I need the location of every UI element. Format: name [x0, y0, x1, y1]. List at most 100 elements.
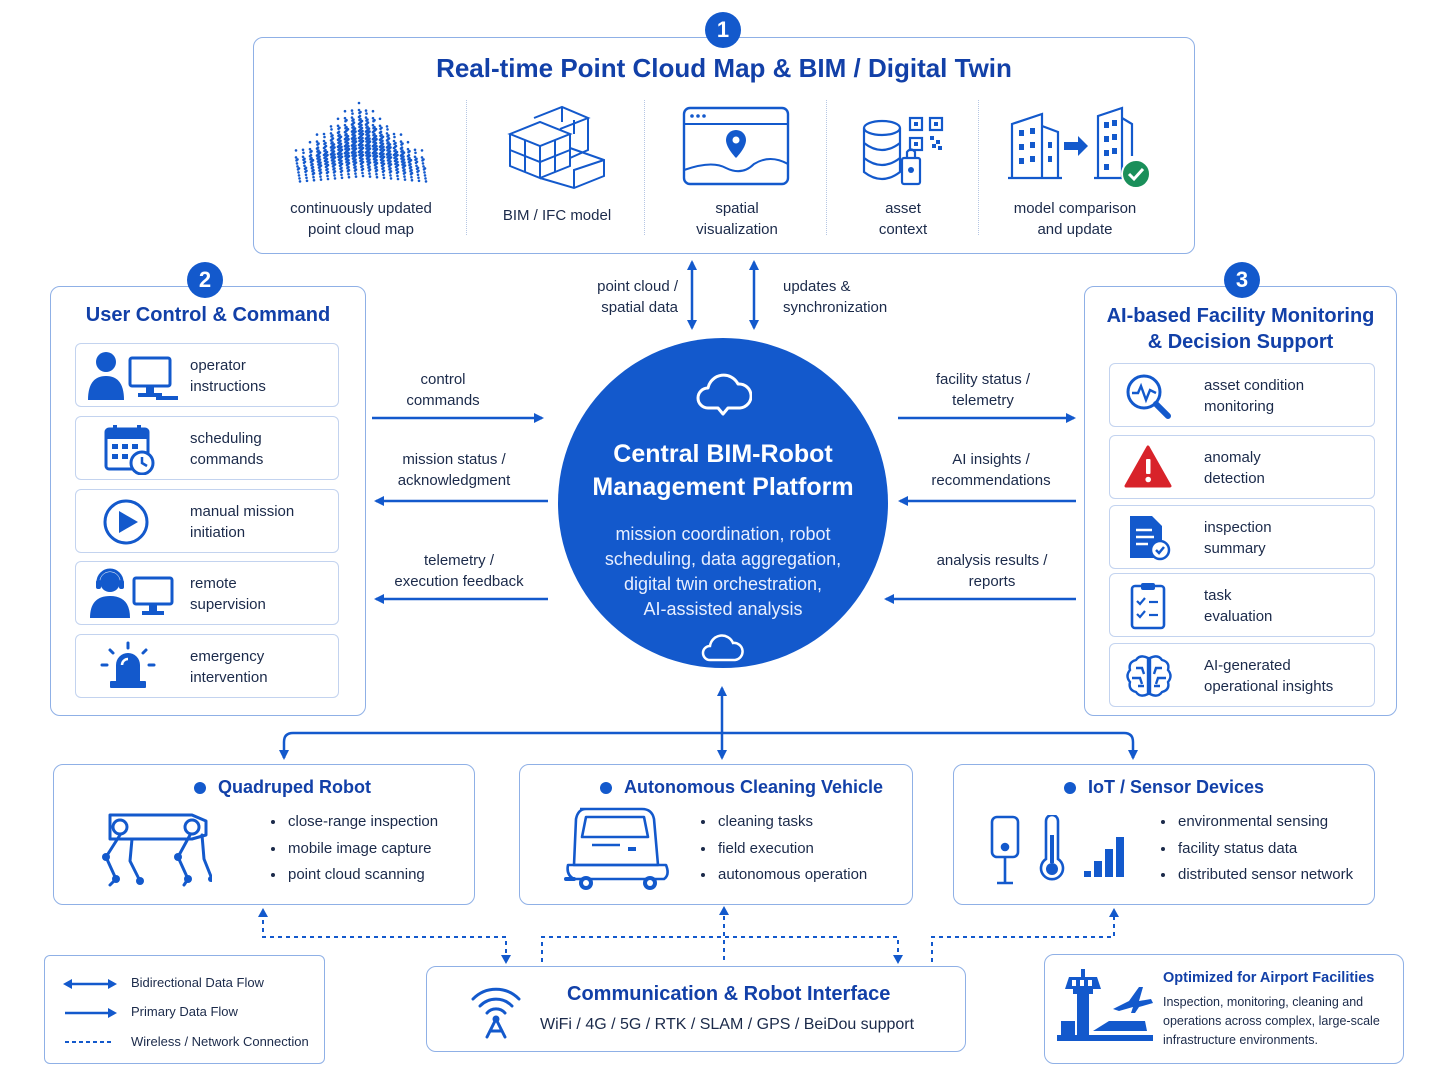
point-cloud-dot [375, 172, 378, 176]
point-cloud-dot [310, 149, 313, 153]
point-cloud-dot [394, 148, 397, 152]
point-cloud-dot [360, 123, 363, 127]
point-cloud-dot [312, 171, 316, 175]
updates-flow-label: updates & synchronization [783, 278, 888, 316]
point-cloud-dot [347, 161, 351, 165]
left-item-manual-mission[interactable]: manual mission initiation [75, 489, 339, 553]
point-cloud-dot [387, 134, 390, 137]
point-cloud-dot [423, 174, 427, 177]
point-cloud-dot [381, 135, 385, 139]
sensor-devices-icon [990, 815, 1124, 885]
point-cloud-dot [382, 173, 385, 177]
iot-sensor-panel[interactable]: IoT / Sensor Devices environmental sensi… [953, 764, 1375, 905]
point-cloud-dot [375, 137, 378, 141]
point-cloud-dot [347, 151, 350, 155]
point-cloud-dot [305, 169, 308, 173]
point-cloud-dot [410, 171, 414, 175]
point-cloud-dot [394, 144, 398, 148]
point-cloud-dot [333, 170, 337, 173]
left-item-emergency[interactable]: emergency intervention [75, 634, 339, 698]
point-cloud-dot [379, 130, 383, 134]
point-cloud-dot [396, 177, 400, 181]
point-cloud-dot [297, 174, 301, 177]
point-cloud-dot [422, 165, 425, 168]
point-cloud-dot [368, 147, 372, 150]
point-cloud-dot [297, 167, 301, 170]
point-cloud-dot [402, 151, 406, 154]
point-cloud-dot [339, 135, 343, 139]
point-cloud-dot [343, 123, 347, 127]
warning-icon [1124, 445, 1172, 488]
point-cloud-dot [417, 179, 421, 183]
point-cloud-dot [366, 118, 369, 121]
legend-primary: Primary Data Flow [131, 1004, 238, 1019]
point-cloud-dot [367, 134, 371, 137]
point-cloud-dot [375, 175, 379, 179]
point-cloud-dot [354, 168, 358, 171]
user-control-title: User Control & Command [85, 304, 331, 326]
point-cloud-dot [403, 175, 406, 178]
point-cloud-dot [298, 180, 302, 183]
point-cloud-dot [382, 166, 385, 170]
point-cloud-dot [415, 164, 418, 168]
right-item-label: anomaly detection [1204, 449, 1265, 487]
point-cloud-dot [415, 160, 419, 164]
point-cloud-dot [340, 155, 344, 159]
point-cloud-dot [347, 168, 351, 172]
point-cloud-dot [319, 171, 323, 174]
point-cloud-dot [389, 153, 392, 156]
point-cloud-dot [387, 141, 390, 144]
point-cloud-dot [373, 118, 376, 122]
point-cloud-dot [309, 153, 313, 157]
communication-interface-panel[interactable]: Communication & Robot Interface WiFi / 4… [426, 966, 966, 1052]
point-cloud-dot [324, 148, 327, 152]
cloud-icon [696, 373, 752, 416]
right-item-task-evaluation[interactable]: task evaluation [1109, 573, 1375, 637]
point-cloud-dot [413, 148, 417, 152]
point-cloud-dot [340, 176, 344, 180]
left-item-operator[interactable]: operator instructions [75, 343, 339, 407]
point-cloud-dot [354, 161, 358, 164]
point-cloud-dot [373, 132, 376, 136]
point-cloud-dot [317, 149, 320, 152]
left-item-label: scheduling commands [190, 430, 264, 468]
iot-sensor-title: IoT / Sensor Devices [1064, 777, 1264, 798]
point-cloud-dot [406, 147, 410, 151]
point-cloud-dot [340, 169, 344, 173]
point-cloud-dot [347, 175, 351, 179]
left-item-scheduling[interactable]: scheduling commands [75, 416, 339, 480]
point-cloud-dot [340, 166, 343, 170]
right-item-ai-insights[interactable]: AI-generated operational insights [1109, 643, 1375, 707]
point-cloud-dot [350, 116, 354, 119]
point-cloud-dot [359, 110, 362, 114]
point-cloud-dot [308, 147, 312, 151]
central-platform[interactable]: Central BIM-Robot Management Platform mi… [558, 338, 888, 668]
point-cloud-dot [340, 162, 344, 166]
point-cloud-dot [305, 179, 309, 183]
point-cloud-dot [399, 133, 403, 136]
point-cloud-dot [395, 150, 399, 154]
right-item-inspection[interactable]: inspection summary [1109, 505, 1375, 569]
right-item-label: inspection summary [1204, 519, 1272, 557]
operator-computer-icon [88, 352, 178, 400]
left-item-remote[interactable]: remote supervision [75, 561, 339, 625]
right-item-asset-condition[interactable]: asset condition monitoring [1109, 363, 1375, 427]
point-cloud-dot [333, 163, 337, 166]
point-cloud-dot [322, 139, 326, 143]
quadruped-robot-panel[interactable]: Quadruped Robot close-range inspection m… [53, 764, 475, 905]
bim-model-icon [507, 105, 605, 190]
point-cloud-dot [361, 132, 365, 136]
airport-tower-icon [1057, 969, 1153, 1041]
cleaning-vehicle-panel[interactable]: Autonomous Cleaning Vehicle cleaning tas… [519, 764, 913, 905]
point-cloud-dot [368, 172, 371, 175]
point-cloud-dot [329, 132, 333, 135]
wireless-antenna-icon [471, 987, 521, 1039]
point-cloud-dot [333, 174, 336, 177]
point-cloud-dot [347, 165, 350, 169]
point-cloud-dot [361, 150, 364, 154]
right-item-anomaly[interactable]: anomaly detection [1109, 435, 1375, 499]
point-cloud-dot [360, 119, 364, 123]
point-cloud-dot [406, 140, 410, 144]
point-cloud-dot [368, 175, 372, 178]
point-cloud-dot [315, 140, 319, 143]
